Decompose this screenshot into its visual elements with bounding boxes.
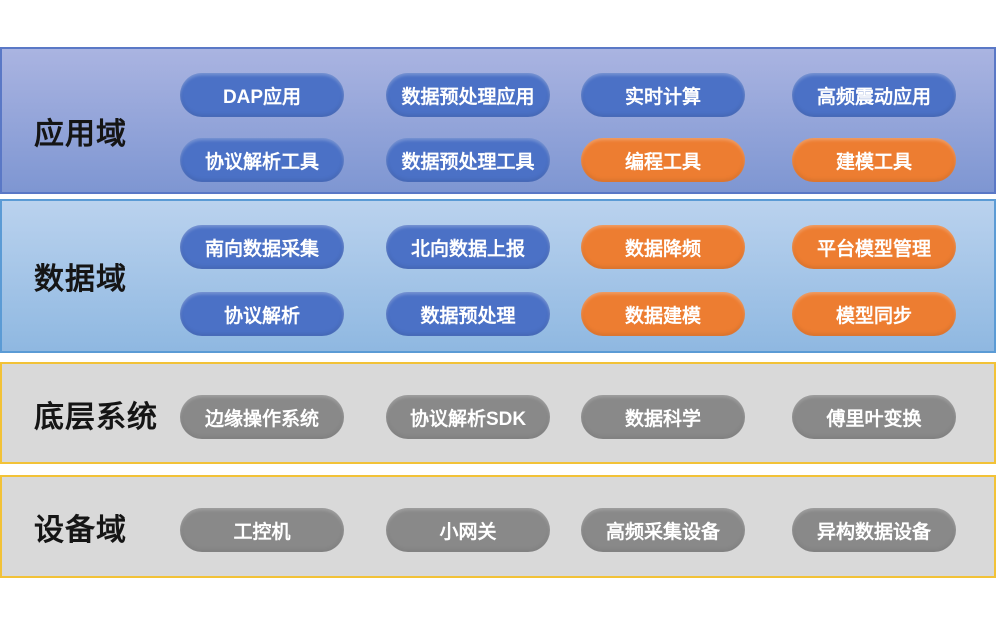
diagram-pill: 高频震动应用 [792,73,956,117]
band-application-domain: 应用域 DAP应用数据预处理应用实时计算 高频震动应用协议解析工具数据预处理工具编… [0,47,996,194]
diagram-pill: 数据预处理应用 [386,73,550,117]
band-base-system: 底层系统 边缘操作系统协议解析SDK 数据科学 傅里叶变换 [0,362,996,464]
diagram-pill: 数据预处理 [386,292,550,336]
diagram-pill: 边缘操作系统 [180,395,344,439]
diagram-pill: 编程工具 [581,138,745,182]
pill-row: 边缘操作系统协议解析SDK 数据科学 傅里叶变换 [180,395,956,439]
pill-row: 协议解析数据预处理数据建模 模型同步 [180,292,956,336]
diagram-pill: 异构数据设备 [792,508,956,552]
band-title: 设备域 [34,514,127,547]
diagram-pill: 数据科学 [581,395,745,439]
pill-row: 协议解析工具数据预处理工具编程工具 建模工具 [180,138,956,182]
diagram-pill: 数据建模 [581,292,745,336]
band-data-domain: 数据域 南向数据采集北向数据上报数据降频 平台模型管理协议解析数据预处理数据建模 模… [0,199,996,353]
diagram-pill: 南向数据采集 [180,225,344,269]
pill-row: DAP应用数据预处理应用实时计算 高频震动应用 [180,73,956,117]
diagram-pill: 数据降频 [581,225,745,269]
band-device-domain: 设备域 工控机小网关高频采集设备 异构数据设备 [0,475,996,578]
pill-row: 工控机小网关高频采集设备 异构数据设备 [180,508,956,552]
diagram-pill: 高频采集设备 [581,508,745,552]
pill-row: 南向数据采集北向数据上报数据降频 平台模型管理 [180,225,956,269]
diagram-pill: 小网关 [386,508,550,552]
diagram-pill: 建模工具 [792,138,956,182]
diagram-pill: 实时计算 [581,73,745,117]
diagram-pill: 北向数据上报 [386,225,550,269]
diagram-pill: DAP应用 [180,73,344,117]
diagram-pill: 协议解析SDK [386,395,550,439]
band-title: 底层系统 [34,401,158,434]
band-title: 应用域 [34,118,127,151]
diagram-pill: 协议解析 [180,292,344,336]
diagram-pill: 傅里叶变换 [792,395,956,439]
diagram-pill: 模型同步 [792,292,956,336]
diagram-pill: 工控机 [180,508,344,552]
diagram-pill: 平台模型管理 [792,225,956,269]
diagram-pill: 数据预处理工具 [386,138,550,182]
band-title: 数据域 [34,263,127,296]
diagram-pill: 协议解析工具 [180,138,344,182]
